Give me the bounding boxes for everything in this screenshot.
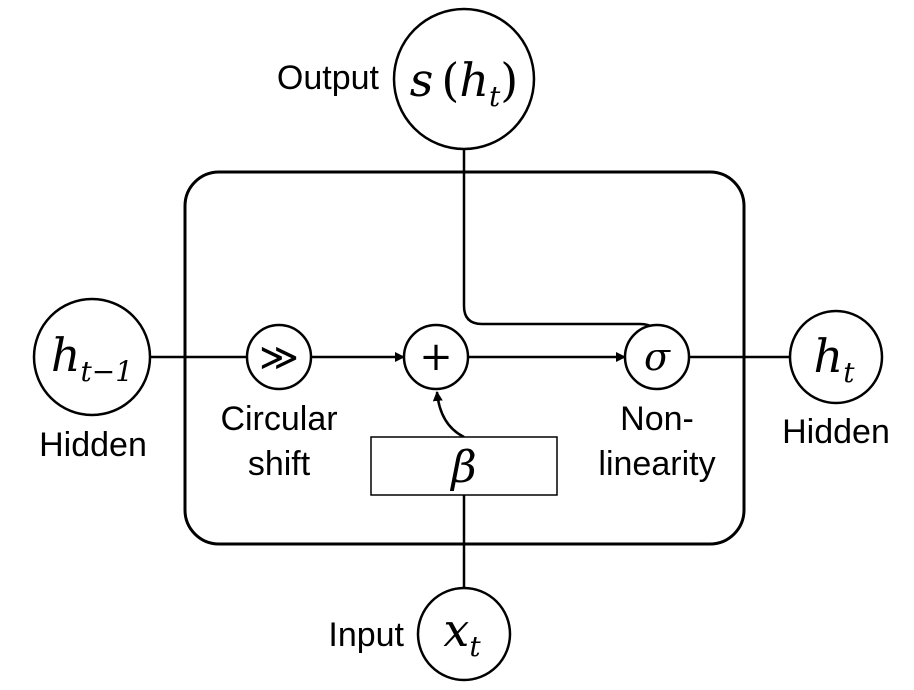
input-sub: t: [469, 630, 481, 663]
output-symbol: s(ht): [410, 53, 518, 113]
input-label: Input: [328, 616, 404, 654]
plus-icon: +: [419, 334, 453, 380]
sigma-symbol: σ: [644, 335, 671, 379]
nonlinearity-label-line1: Non-: [620, 400, 694, 438]
output-close-paren: ): [500, 53, 518, 107]
beta-box: [370, 436, 558, 496]
output-node: [392, 7, 536, 151]
circular-shift-node: [245, 323, 313, 391]
h-next-sub: t: [843, 356, 855, 389]
output-h: h: [459, 53, 489, 107]
output-label: Output: [277, 59, 380, 97]
beta-symbol: β: [449, 442, 476, 493]
input-symbol: xt: [443, 603, 481, 663]
hidden-right-label: Hidden: [782, 413, 890, 451]
output-open-paren: (: [441, 53, 459, 107]
hidden-left-label: Hidden: [39, 426, 147, 464]
shift-icon: ≫: [259, 335, 299, 379]
h-next: h: [814, 329, 844, 383]
hidden-next-node: [788, 309, 884, 405]
h-prev-sub: t−1: [81, 355, 134, 388]
input-x: x: [443, 603, 469, 657]
line-output-to-sigma: [462, 148, 659, 339]
hidden-prev-symbol: ht−1: [51, 328, 133, 388]
circular-shift-label-line1: Circular: [220, 400, 337, 438]
sigma-node: [623, 323, 691, 391]
hidden-next-symbol: ht: [814, 329, 856, 389]
h-prev: h: [51, 328, 81, 382]
nonlinearity-label-line2: linearity: [598, 445, 715, 483]
input-node: [416, 586, 512, 682]
sum-node: [402, 323, 470, 391]
circular-shift-label-line2: shift: [248, 445, 311, 483]
output-s: s: [410, 53, 434, 107]
output-sub: t: [489, 80, 501, 113]
hidden-prev-node: [32, 297, 152, 417]
arrow-beta-to-plus: [432, 391, 465, 439]
